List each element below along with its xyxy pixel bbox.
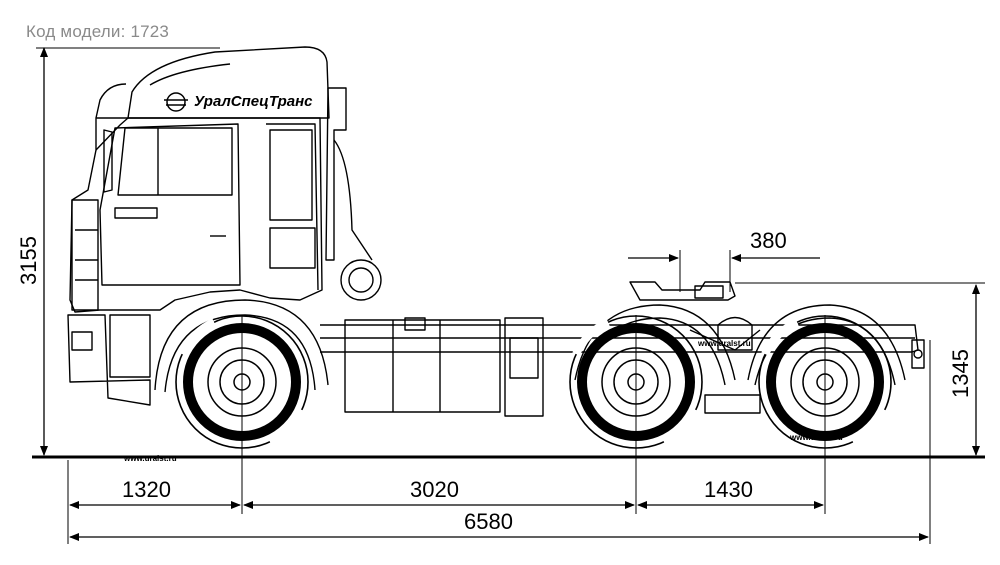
dim-fifth-wheel-offset-label: 380: [750, 228, 787, 253]
battery-box: [504, 317, 544, 417]
air-filter: [340, 259, 382, 301]
roof-spoiler: [127, 46, 330, 119]
side-mirror: [103, 129, 113, 193]
dim-fifth-wheel-height: 1345: [735, 282, 985, 456]
brand-name: УралСпецТранс: [194, 93, 313, 110]
dim-wheelbase-rear: 1430: [637, 477, 824, 509]
dim-overall-length: 6580: [69, 509, 929, 541]
watermark-2: www.uralst.ru: [697, 339, 751, 348]
dim-fifth-wheel-offset: 380: [628, 228, 820, 292]
dim-wheelbase-front: 3020: [243, 477, 635, 509]
dim-extension-lines: [67, 315, 931, 544]
dim-wheelbase-rear-label: 1430: [704, 477, 753, 502]
dim-wheelbase-front-label: 3020: [410, 477, 459, 502]
dim-height-total: 3155: [16, 47, 220, 456]
front-bumper: [67, 314, 151, 406]
cab-door: [99, 123, 241, 286]
watermark-1: www.uralst.ru: [123, 454, 177, 463]
cab-door-window: [117, 127, 233, 196]
brand-logo: УралСпецТранс: [164, 92, 313, 112]
watermark-3: www.uralst.ru: [789, 433, 843, 442]
fifth-wheel: [629, 281, 736, 301]
dim-height-total-label: 3155: [16, 236, 41, 285]
dim-overall-length-label: 6580: [464, 509, 513, 534]
model-code-caption: Код модели: 1723: [26, 22, 170, 41]
fuel-tank: [344, 319, 501, 413]
dim-front-overhang-label: 1320: [122, 477, 171, 502]
dim-front-overhang: 1320: [69, 477, 241, 509]
truck-outline: [67, 46, 925, 417]
dim-fifth-wheel-height-label: 1345: [948, 349, 973, 398]
cab-outline: [69, 117, 323, 313]
exhaust-stack: [325, 87, 347, 261]
